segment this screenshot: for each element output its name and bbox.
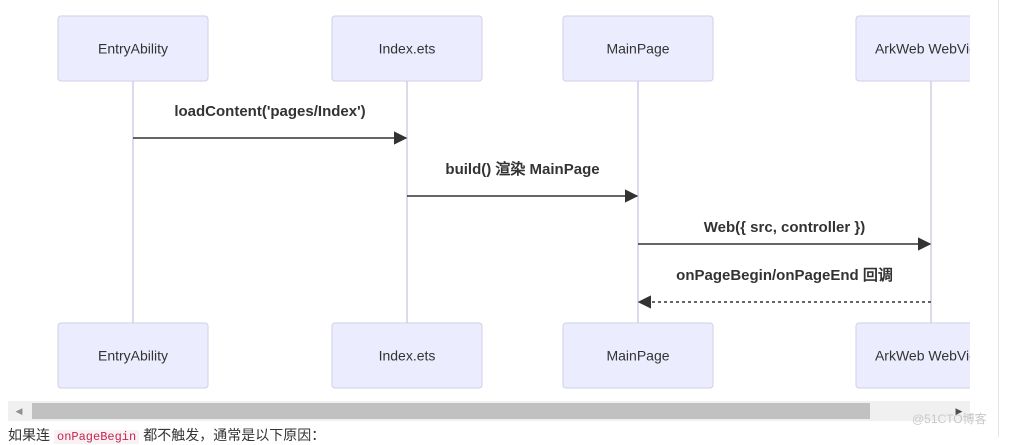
actor-box-main-top: [562, 15, 714, 82]
actor-box-entry-top: [57, 15, 209, 82]
actor-label-main-bottom: MainPage: [606, 348, 669, 364]
scroll-right-icon[interactable]: ▶: [955, 406, 963, 416]
actor-box-index-top: [331, 15, 483, 82]
watermark: @51CTO博客: [912, 412, 987, 426]
actor-label-index-top: Index.ets: [379, 41, 436, 57]
message-label-1: loadContent('pages/Index'): [174, 103, 365, 120]
sequence-diagram: EntryAbilityEntryAbilityIndex.etsIndex.e…: [57, 15, 970, 389]
actor-label-web-top: ArkWeb WebView: [875, 41, 970, 57]
actor-box-main-bottom: [562, 322, 714, 389]
actor-box-index-bottom: [331, 322, 483, 389]
actor-label-index-bottom: Index.ets: [379, 348, 436, 364]
paragraph-text-after: 都不触发，通常是以下原因：: [143, 427, 326, 443]
actor-label-entry-top: EntryAbility: [98, 41, 168, 57]
paragraph-text-before: 如果连: [8, 427, 50, 443]
actor-box-web-top: [855, 15, 970, 82]
scrollbar-thumb[interactable]: [32, 403, 870, 419]
inline-code: onPageBegin: [54, 430, 140, 444]
message-label-3: Web({ src, controller }): [704, 219, 865, 236]
scroll-left-icon[interactable]: ◀: [15, 406, 23, 416]
horizontal-scrollbar[interactable]: ◀ ▶: [8, 401, 970, 421]
message-label-4: onPageBegin/onPageEnd 回调: [676, 267, 893, 284]
panel-edge: [998, 0, 999, 437]
actor-box-entry-bottom: [57, 322, 209, 389]
actor-box-web-bottom: [855, 322, 970, 389]
message-label-2: build() 渲染 MainPage: [445, 160, 599, 178]
actor-label-main-top: MainPage: [606, 41, 669, 57]
actor-label-entry-bottom: EntryAbility: [98, 348, 168, 364]
actor-label-web-bottom: ArkWeb WebView: [875, 348, 970, 364]
